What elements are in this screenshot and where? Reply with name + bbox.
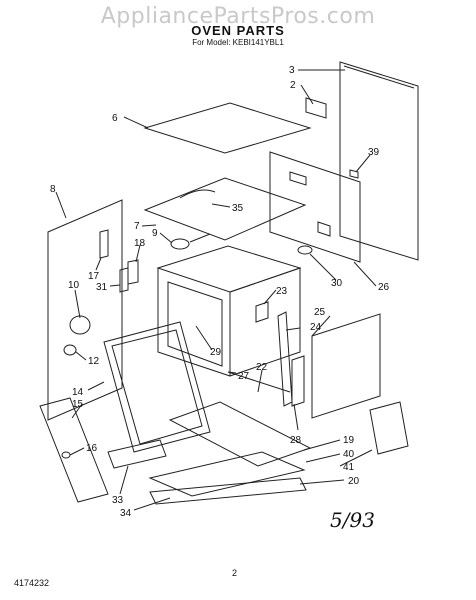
callout-34: 34 [120,508,132,519]
callout-19: 19 [343,435,355,446]
part-plug [297,245,313,255]
callout-15: 15 [72,399,84,410]
model-subtitle: For Model: KEBI141YBL1 [192,38,284,47]
part-cavity-bracket [255,301,269,323]
part-rail [227,371,291,393]
part-hinge [291,355,305,407]
callout-39: 39 [368,147,380,158]
part-base-rail [149,477,307,505]
part-gasket-clip [61,451,71,459]
callout-17: 17 [88,271,100,282]
part-rear-cover-slot [289,171,307,186]
callout-10: 10 [68,280,80,291]
callout-40: 40 [343,449,355,460]
part-hinge-bracket [127,259,139,285]
part-oven-cavity-front [157,268,231,377]
callout-8: 8 [50,184,56,195]
callout-2: 2 [290,80,296,91]
watermark: AppliancePartsPros.com [100,4,376,29]
callout-31: 31 [96,282,108,293]
callout-26: 26 [378,282,390,293]
callout-27: 27 [238,371,250,382]
part-upper-shelf [143,177,307,241]
part-rear-cover [269,151,361,263]
part-hinge-bracket-2 [119,267,129,293]
callout-33: 33 [112,495,124,506]
callout-6: 6 [112,113,118,124]
callout-labels: 2 3 6 39 8 35 7 9 18 17 30 26 10 31 23 2… [50,65,390,519]
callout-16: 16 [86,443,98,454]
part-lamp-bulb [63,344,77,356]
callout-18: 18 [134,238,146,249]
page-title: OVEN PARTS [191,23,285,38]
part-lamp-socket [69,315,91,335]
callout-9: 9 [152,228,158,239]
callout-22: 22 [256,362,268,373]
part-side-bracket [369,401,409,455]
callout-28: 28 [290,435,302,446]
page-number: 2 [232,568,238,578]
callout-41: 41 [343,462,355,473]
footer-code: 4174232 [14,578,50,588]
part-clip [349,169,359,179]
part-upper-shelf-pipe [179,189,216,199]
callout-30: 30 [331,278,343,289]
callout-35: 35 [232,203,244,214]
part-bottom-trim [148,451,306,497]
part-door-gasket [39,397,109,503]
part-door-frame [103,321,211,453]
part-door-frame-inner [111,329,203,445]
callout-29: 29 [210,347,222,358]
part-thermostat [170,238,190,250]
callout-24: 24 [310,322,322,333]
part-oven-cavity-side [229,267,301,377]
part-base-bracket [107,439,167,469]
part-top-panel [143,102,312,154]
callout-23: 23 [276,286,288,297]
part-door-panel [311,313,381,419]
part-conduit [189,233,211,243]
callout-3: 3 [289,65,295,76]
part-left-side-panel [47,199,123,421]
part-bottom-plate [168,401,312,467]
callout-7: 7 [134,221,140,232]
callout-14: 14 [72,387,84,398]
callout-25: 25 [314,307,326,318]
part-bracket [305,97,327,119]
part-rear-panel [339,61,419,261]
part-left-bracket [99,229,109,259]
leader-lines [55,69,377,511]
callout-20: 20 [348,476,360,487]
callout-12: 12 [88,356,100,367]
part-rear-cover-slot-2 [317,221,331,237]
part-rear-panel-edge [343,65,415,89]
date-note: 5/93 [330,508,375,532]
